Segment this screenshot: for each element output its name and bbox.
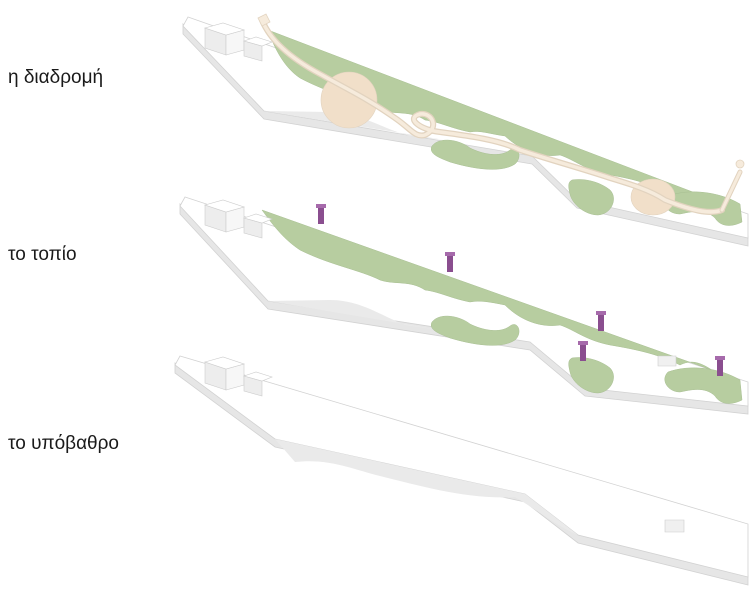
path-vegetation-blob-1 xyxy=(430,139,520,170)
landscape-topography xyxy=(268,300,440,330)
base-small-block xyxy=(664,519,685,533)
path-vegetation-blob-2 xyxy=(568,179,614,216)
route-path-inner xyxy=(260,18,724,214)
path-building-icon xyxy=(203,22,273,62)
base-layer xyxy=(174,355,749,586)
layer-label-landscape: το τοπίο xyxy=(8,244,77,265)
path-layer xyxy=(182,13,749,247)
marker-3 xyxy=(596,311,606,331)
landscape-layer xyxy=(179,196,749,415)
marker-2 xyxy=(445,252,455,272)
landscape-building-icon xyxy=(203,199,273,239)
base-building-icon xyxy=(203,356,273,397)
marker-4 xyxy=(578,341,588,361)
layer-label-base: το υπόβαθρο xyxy=(8,433,120,454)
marker-5 xyxy=(715,356,725,376)
vegetation-blob-2 xyxy=(568,357,614,394)
base-topography xyxy=(275,439,578,535)
layer-label-path: η διαδρομή xyxy=(8,67,104,88)
plaza-large xyxy=(320,71,378,129)
landscape-small-block xyxy=(657,355,677,367)
route-end-marker xyxy=(735,159,745,169)
marker-1 xyxy=(316,204,326,224)
vegetation-blob-1 xyxy=(430,315,520,346)
route-start-marker xyxy=(257,13,271,27)
